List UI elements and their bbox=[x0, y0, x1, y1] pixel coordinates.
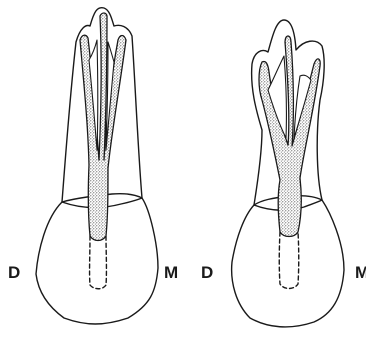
right-tooth-distal-label: D bbox=[201, 264, 213, 281]
left-tooth-pulp-canals bbox=[80, 13, 126, 241]
left-tooth-distal-label: D bbox=[8, 264, 20, 281]
left-tooth-dashed-pulp-outline bbox=[90, 236, 107, 289]
right-tooth bbox=[232, 20, 344, 327]
right-tooth-pulp-canals bbox=[259, 36, 320, 237]
left-tooth-mesial-label: M bbox=[164, 264, 178, 281]
left-tooth bbox=[36, 8, 158, 324]
right-tooth-mesial-label: M bbox=[355, 264, 366, 281]
right-tooth-dashed-pulp-outline bbox=[279, 232, 299, 289]
